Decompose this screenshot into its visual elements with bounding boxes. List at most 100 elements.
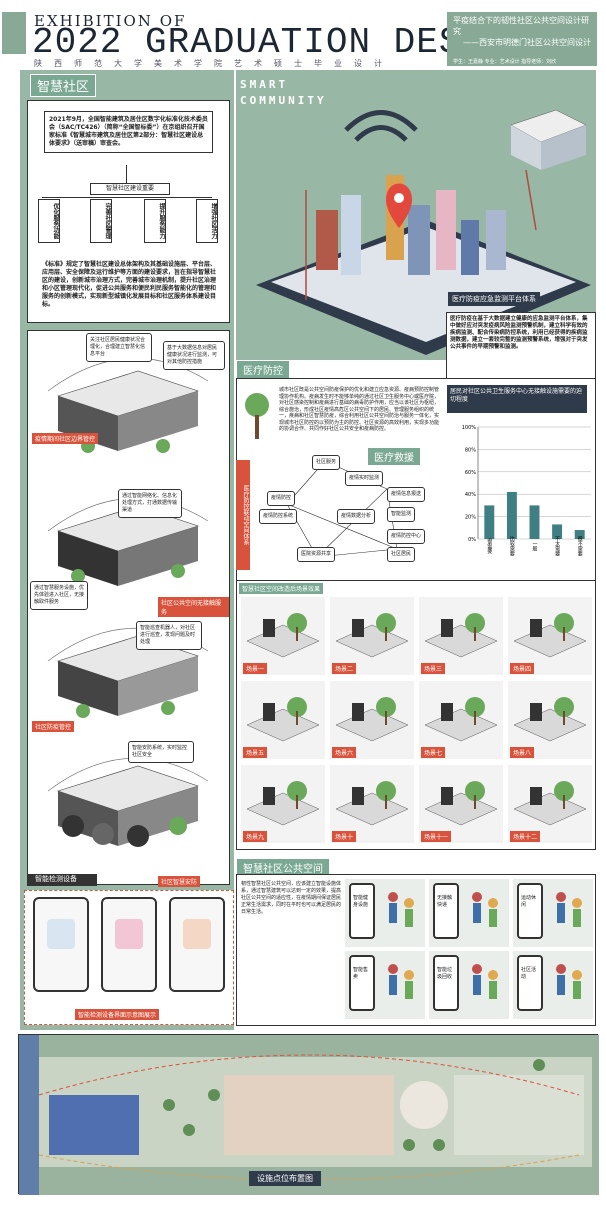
public-space-card: 智能垃圾回收	[429, 951, 509, 1019]
device-phone-1	[33, 897, 89, 992]
device-phone-3	[169, 897, 225, 992]
x-tick-label: 很需要	[486, 538, 492, 555]
chart-caption: 居民对社区公共卫生服务中心无接触设施需要的迫切程度	[447, 385, 587, 413]
scene-card: 场景五	[241, 681, 325, 759]
smart-community-tag: 智慧社区	[30, 74, 97, 97]
tree-line	[126, 165, 127, 183]
scene-illustration	[513, 697, 587, 742]
bar-chart: 0%20%40%60%80%100%很需要比较需要一般不太需要很不需要	[462, 425, 591, 557]
flow-node-4: 疫情防控系统	[259, 509, 298, 524]
devices-caption: 智能检测设备界面示意图展示	[75, 1009, 160, 1020]
y-tick-label: 60%	[465, 470, 476, 476]
x-tick-label: 不太需要	[554, 536, 560, 557]
bubble-6: 智能安防系统，实时监控社区安全	[128, 741, 194, 763]
public-space-text: 韧性智慧社区公共空间，应该建立智能设施体系，通过智慧建筑可以达到一定的效果，提高…	[241, 881, 342, 915]
vertical-tag: 医疗防控联动空间体系	[236, 460, 250, 570]
public-space-card: 智能售卖	[345, 951, 425, 1019]
smart-community-panel: 2021年9月，全国智能建筑及居住区数字化标准化技术委员会（SAC/TC426）…	[27, 100, 230, 323]
doctor-figure	[245, 393, 269, 439]
scene-caption: 场景十一	[421, 831, 452, 842]
bubble-2: 基于大数据信息对居民健康状况进行监测，可对其他防控措施	[163, 341, 225, 370]
hospital-icon	[510, 109, 587, 170]
scene-illustration	[335, 613, 409, 658]
bar	[506, 491, 517, 539]
people-figures	[388, 892, 414, 927]
iso-label-4: 社区智慧安防	[158, 876, 201, 887]
exhibition-label: EXHIBITION OF	[34, 12, 187, 30]
leaf-1: 优化服务功能	[38, 199, 60, 243]
scene-illustration	[246, 781, 320, 826]
phone-mockup: 智能垃圾回收	[433, 955, 459, 1011]
iso-label-2: 社区公共空间无接触服务	[158, 597, 229, 617]
scene-illustration	[424, 697, 498, 742]
scenes-panel: 智慧社区空间改造后场景效果 场景一场景二场景三场景四场景五场景六场景七场景八场景…	[236, 580, 596, 850]
medical-panel: 城市社区既是公共空间防疫保护的优化和建立应急资源、疫病预防控制管理协作机构。疫病…	[236, 378, 596, 583]
author-line: 学生：王嘉静 专业：艺术设计 指导老师：刘欣	[453, 59, 557, 65]
scene-card: 场景四	[508, 597, 592, 675]
scene-caption: 场景十	[332, 831, 357, 842]
hero-illustration	[256, 109, 591, 355]
bar	[484, 505, 495, 539]
tree-root: 智慧社区建设重要	[90, 183, 170, 195]
device-phone-2	[101, 897, 157, 992]
tree-leaves: 优化服务功能 完善社区管理 提升服务能力 增强社区活力	[38, 199, 220, 249]
scene-illustration	[513, 613, 587, 658]
hero-label-2: COMMUNITY	[240, 94, 327, 107]
leaf-4: 增强社区活力	[196, 199, 218, 243]
hero-label-1: SMART	[240, 78, 289, 91]
scene-caption: 场景八	[510, 747, 535, 758]
scene-illustration	[335, 781, 409, 826]
x-tick-label: 一般	[532, 541, 538, 552]
bubble-3: 通过智能网络化、信息化处理方式，打通数据传输渠道	[118, 489, 182, 518]
phone-mockup: 智能售卖	[349, 955, 375, 1011]
scene-caption: 场景三	[421, 663, 446, 674]
people-group	[463, 883, 507, 947]
scene-card: 场景十	[330, 765, 414, 843]
people-figures	[556, 964, 582, 999]
scene-caption: 场景四	[510, 663, 535, 674]
site-map-drawing	[19, 1035, 599, 1195]
x-tick-label: 很不需要	[577, 535, 583, 557]
y-tick-label: 40%	[465, 492, 476, 498]
iso-building-4	[57, 765, 199, 847]
map-caption: 设施点位布置图	[249, 1171, 321, 1186]
scene-caption: 场景五	[243, 747, 268, 758]
people-figures	[472, 964, 498, 999]
standard-text: 《标准》规定了智慧社区建设总体架构及其基础设施层、平台层、应用层、安全保障及运行…	[42, 261, 217, 308]
people-group	[379, 955, 423, 1019]
project-title: 平疫结合下的韧性社区公共空间设计研究	[453, 16, 589, 36]
scene-card: 场景十二	[508, 765, 592, 843]
iso-illustrations	[47, 357, 209, 847]
site-map: 设施点位布置图	[18, 1034, 599, 1195]
flow-node-1: 社区服务	[312, 455, 341, 470]
public-space-card: 社区活动	[513, 951, 593, 1019]
location-pin-icon	[386, 183, 412, 228]
bar	[574, 530, 585, 539]
public-space-cards: 智能健身设施无接触快递运动休闲智能售卖智能垃圾回收社区活动	[345, 879, 595, 1023]
scene-card: 场景六	[330, 681, 414, 759]
phone-mockup: 社区活动	[517, 955, 543, 1011]
project-subtitle: ——西安市明德门社区公共空间设计	[463, 38, 591, 47]
flow-node-7: 疫情数据分析	[337, 509, 376, 524]
phone-mockup: 智能健身设施	[349, 883, 375, 939]
intro-text: 2021年9月，全国智能建筑及居住区数字化标准化技术委员会（SAC/TC426）…	[44, 111, 213, 153]
scene-card: 场景七	[419, 681, 503, 759]
flow-node-9: 疫情实时监测	[345, 471, 384, 486]
public-space-card: 智能健身设施	[345, 879, 425, 947]
y-tick-label: 80%	[465, 447, 476, 453]
public-space-card: 无接触快递	[429, 879, 509, 947]
scene-card: 场景三	[419, 597, 503, 675]
devices-tag: 智能检测设备	[27, 874, 97, 886]
scene-card: 场景八	[508, 681, 592, 759]
flow-node-2: 疫情防控	[267, 491, 296, 506]
iso-building-2	[57, 505, 199, 586]
flow-node-5: 医院资源共享	[297, 547, 336, 562]
leaf-3: 提升服务能力	[144, 199, 166, 243]
scene-caption: 场景十二	[510, 831, 541, 842]
x-tick-label: 比较需要	[509, 535, 515, 557]
platform-tag: 医疗防疫应急监测平台体系	[448, 292, 540, 306]
phone-mockup: 无接触快递	[433, 883, 459, 939]
scene-illustration	[513, 781, 587, 826]
scene-card: 场景一	[241, 597, 325, 675]
iso-panel: 关注社区居民健康状况合理化，合理建立智慧化信息平台 基于大数据信息对居民健康状况…	[27, 330, 230, 887]
